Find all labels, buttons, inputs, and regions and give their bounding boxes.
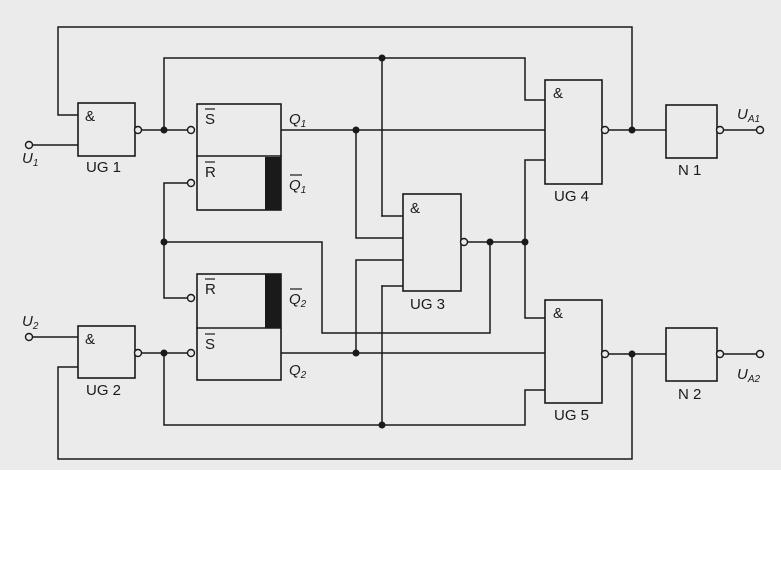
ff1-qbar-label: Q1 bbox=[289, 177, 306, 196]
cross-middle-wire bbox=[163, 241, 491, 334]
u1-label: U1 bbox=[22, 150, 38, 169]
ff1-q-label: Q1 bbox=[289, 111, 306, 130]
ug1-label: UG 1 bbox=[86, 159, 121, 176]
feedback-wire-top bbox=[57, 26, 633, 131]
ug4-label: UG 4 bbox=[554, 188, 589, 205]
diagram-background bbox=[0, 0, 781, 470]
feedback-wire-bottom bbox=[57, 353, 633, 460]
ff2-s-label: S bbox=[205, 336, 215, 353]
ug3-to-ug5 bbox=[524, 241, 546, 319]
ff2-r-label: R bbox=[205, 281, 216, 298]
inverter-n2: N 2 bbox=[665, 327, 725, 403]
ug5-label: UG 5 bbox=[554, 407, 589, 424]
terminal-u2: U2 bbox=[22, 313, 39, 342]
ug3-to-ug4 bbox=[524, 159, 546, 243]
terminal-u1: U1 bbox=[22, 140, 38, 169]
ug2-label: UG 2 bbox=[86, 382, 121, 399]
gate-ug2: & UG 2 bbox=[77, 325, 143, 399]
flipflop-2: R S Q2 Q2 bbox=[186, 273, 307, 381]
gate-ug1: & UG 1 bbox=[77, 102, 143, 176]
n1-label: N 1 bbox=[678, 162, 701, 179]
ug3-symbol: & bbox=[410, 200, 420, 217]
u2-label: U2 bbox=[22, 313, 39, 332]
terminal-ua2: UA2 bbox=[737, 349, 765, 385]
ff2-q-label: Q2 bbox=[289, 362, 307, 381]
ug4-symbol: & bbox=[553, 85, 563, 102]
ug5-symbol: & bbox=[553, 305, 563, 322]
ff2-shaded-block bbox=[265, 274, 281, 328]
gate-ug4: & UG 4 bbox=[544, 79, 610, 205]
ff1-s-label: S bbox=[205, 111, 215, 128]
ug3-label: UG 3 bbox=[410, 296, 445, 313]
flipflop-1: S R Q1 Q1 bbox=[186, 103, 306, 211]
top-bus-wire bbox=[163, 57, 546, 131]
ff1-r-label: R bbox=[205, 164, 216, 181]
junction-dots bbox=[160, 54, 636, 429]
q2-to-ug3 bbox=[355, 259, 404, 354]
ff2-qbar-label: Q2 bbox=[289, 291, 307, 310]
ug2-symbol: & bbox=[85, 331, 95, 348]
ua1-label: UA1 bbox=[737, 106, 760, 125]
ff1-shaded-block bbox=[265, 157, 281, 210]
q1-to-ug3 bbox=[355, 129, 404, 239]
n2-label: N 2 bbox=[678, 386, 701, 403]
ug1-symbol: & bbox=[85, 108, 95, 125]
gate-ug3: & UG 3 bbox=[402, 193, 469, 313]
inverter-n1: N 1 bbox=[665, 104, 725, 179]
ua2-label: UA2 bbox=[737, 366, 761, 385]
bottom-bus-wire bbox=[163, 352, 546, 426]
gate-ug5: & UG 5 bbox=[544, 299, 610, 424]
terminal-ua1: UA1 bbox=[737, 106, 765, 135]
